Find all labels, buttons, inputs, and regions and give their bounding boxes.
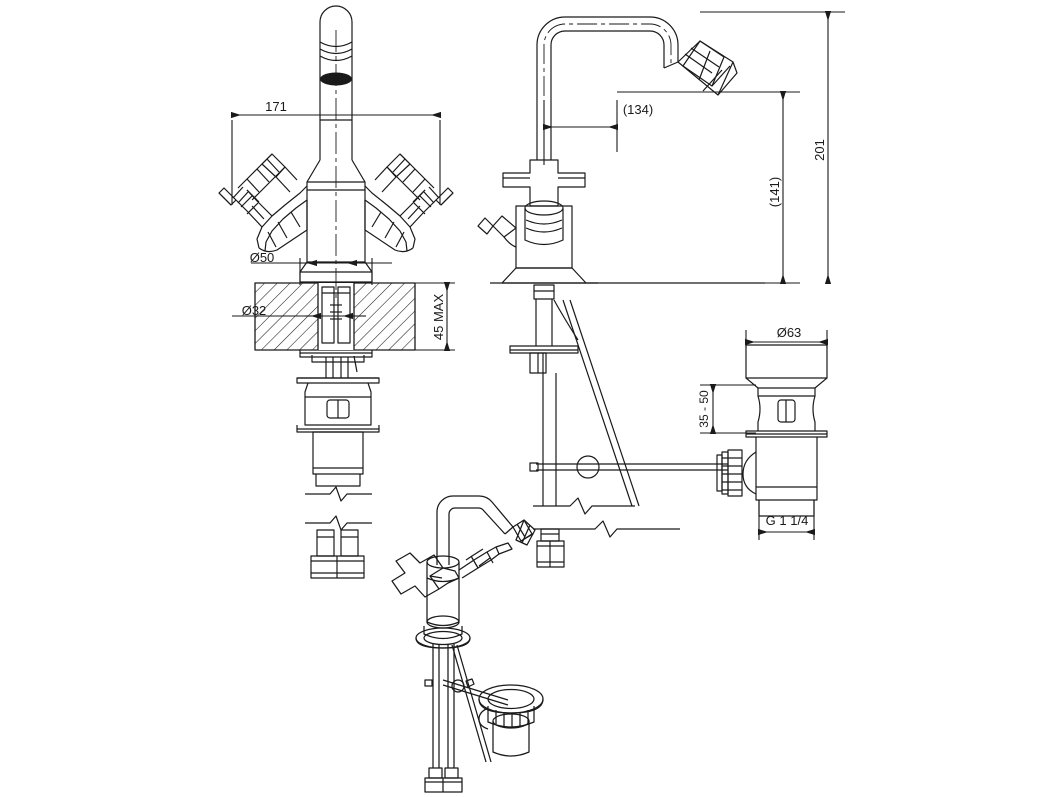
waste-upper-body bbox=[296, 377, 380, 433]
iso-lower-fittings bbox=[424, 767, 463, 793]
iso-escutcheon bbox=[415, 627, 471, 649]
dimension-35-50 bbox=[700, 384, 756, 434]
waste-barrel bbox=[742, 437, 818, 517]
dimension-45max bbox=[415, 282, 455, 351]
dimension-d63 bbox=[745, 330, 828, 348]
long-supply-tubes bbox=[542, 353, 557, 506]
handle-right bbox=[364, 153, 454, 253]
dimension-201 bbox=[700, 11, 845, 284]
dimension-d63-label: Ø63 bbox=[777, 325, 802, 340]
body-barrel-side bbox=[477, 200, 573, 269]
waste-detail-view bbox=[716, 344, 828, 517]
spout-swanneck bbox=[536, 16, 679, 160]
dimension-134 bbox=[543, 100, 618, 165]
front-elevation-view bbox=[218, 5, 454, 579]
iso-diverter bbox=[458, 542, 513, 579]
body-base-side bbox=[490, 267, 598, 300]
pull-rod-linkage bbox=[562, 299, 640, 507]
waste-deck-flange bbox=[745, 430, 828, 438]
iso-spout bbox=[436, 495, 536, 565]
spout-riser bbox=[319, 120, 353, 160]
dimension-171-label: 171 bbox=[265, 99, 287, 114]
handle-left bbox=[218, 153, 308, 253]
waste-balljoint-nut bbox=[716, 449, 743, 497]
iso-pull-rod bbox=[424, 644, 509, 763]
under-deck-plate-side bbox=[509, 345, 579, 374]
perspective-view bbox=[391, 495, 544, 793]
dimension-35-50-label: 35 - 50 bbox=[697, 390, 711, 428]
lower-connector bbox=[305, 515, 372, 579]
side-elevation-view bbox=[477, 16, 765, 568]
dimension-g114 bbox=[758, 500, 815, 540]
dimension-d50 bbox=[251, 258, 392, 285]
handle-side-cross bbox=[502, 159, 586, 207]
waste-neck bbox=[757, 388, 816, 431]
spout-aerator-side bbox=[663, 40, 738, 96]
under-deck-washer bbox=[299, 350, 373, 363]
dimension-141-label: (141) bbox=[767, 177, 782, 207]
break-lines-side bbox=[533, 497, 680, 538]
dimension-45max-label: 45 MAX bbox=[431, 294, 446, 341]
iso-supply-tubes bbox=[432, 644, 455, 768]
dimension-d50-label: Ø50 bbox=[250, 250, 275, 265]
dimension-171 bbox=[231, 111, 441, 205]
lower-fitting-side bbox=[536, 528, 565, 568]
dimension-141 bbox=[583, 91, 800, 284]
horizontal-pull-rod bbox=[529, 455, 728, 479]
break-line-upper bbox=[305, 486, 372, 502]
dimension-134-label: (134) bbox=[623, 102, 653, 117]
dimension-g114-label: G 1 1/4 bbox=[766, 513, 809, 528]
waste-flange bbox=[745, 344, 828, 389]
dimension-d32-label: Ø32 bbox=[242, 303, 267, 318]
supply-tubes-upper bbox=[325, 355, 358, 378]
dimension-201-label: 201 bbox=[812, 139, 827, 161]
iso-waste bbox=[478, 684, 544, 757]
waste-lower-body bbox=[312, 431, 364, 487]
